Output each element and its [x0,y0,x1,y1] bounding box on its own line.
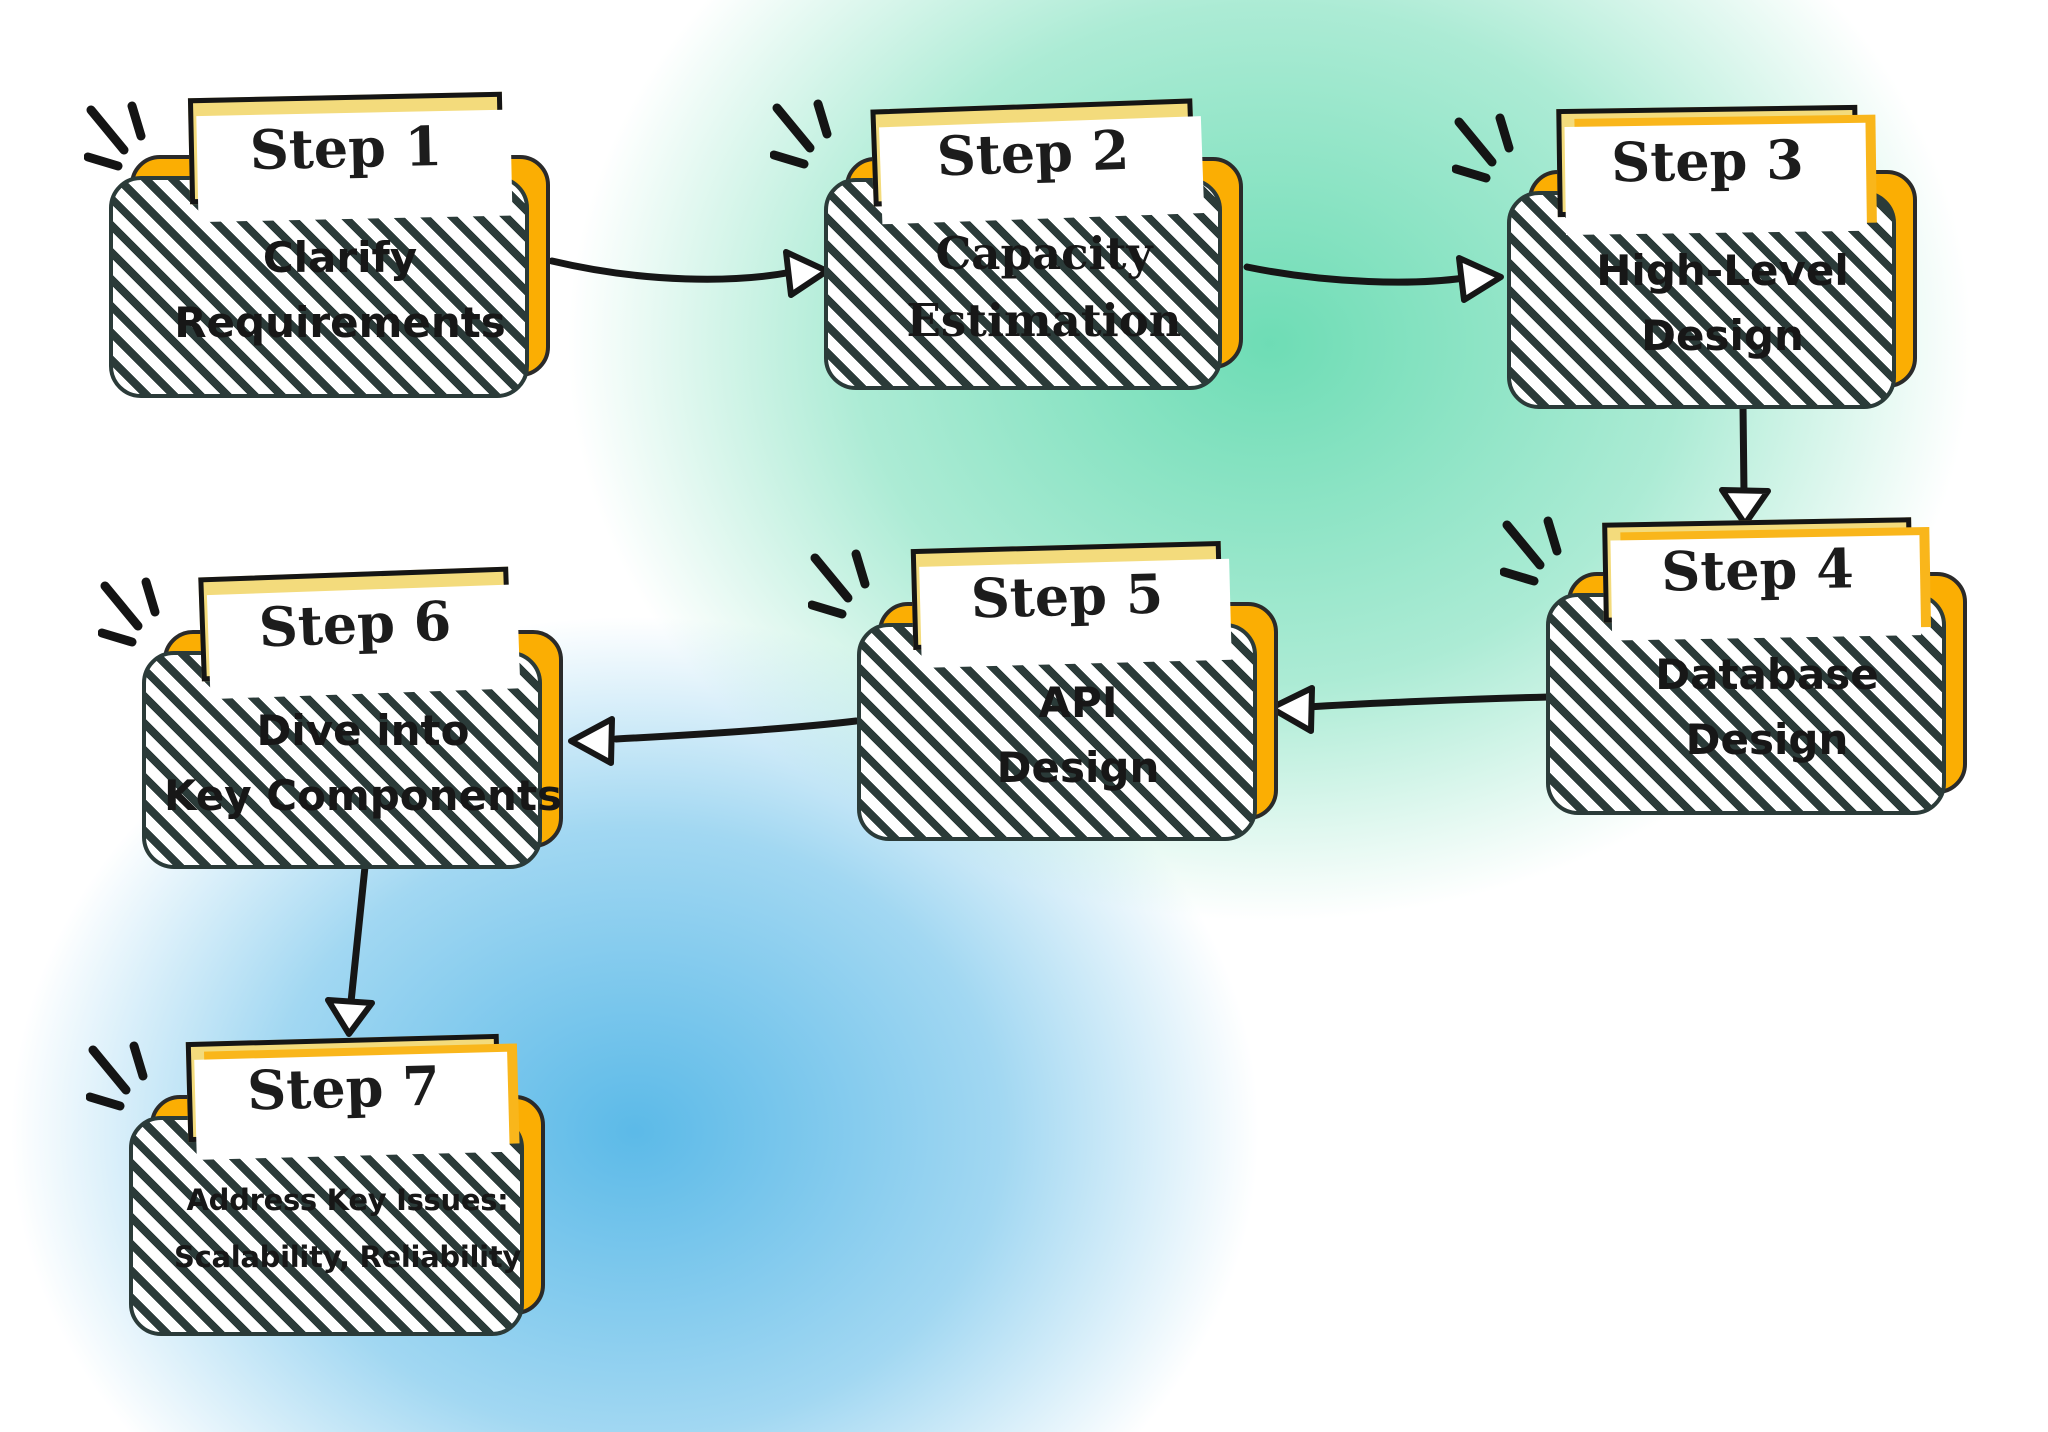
step-1-title-line: Requirements [174,298,506,347]
step-5-label-text: Step 5 [969,560,1165,631]
step-3-title-line: High-Level [1596,245,1849,295]
step-3-title-line: Design [1641,311,1804,360]
step-2-title-line: Estimation [906,294,1182,347]
step-7-label: Step 7 [185,1033,502,1143]
step-4-label: Step 4 [1602,517,1913,623]
step-7-title-line: Scalability, Reliability [174,1240,521,1274]
step-4-title-line: Database [1655,649,1879,699]
step-3-label: Step 3 [1556,104,1859,218]
step-6-label: Step 6 [198,566,512,682]
step-5-title-line: Design [996,743,1160,792]
sparkle-icon [1500,516,1562,586]
step-2-label: Step 2 [870,98,1196,207]
step-1-label: Step 1 [187,91,505,205]
sparkle-icon [1452,113,1514,183]
step-2-title-line: Capacity [935,226,1153,280]
arrow-step6-to-step7 [325,853,375,1037]
step-5-label: Step 5 [910,540,1224,651]
step-1-title-line: Clarify [262,232,418,282]
arrow-step3-to-step4 [1719,401,1771,527]
step-3-label-text: Step 3 [1610,127,1805,195]
arrow-step1-to-step2 [548,249,830,298]
step-2-label-text: Step 2 [935,117,1131,188]
arrow-step5-to-step6 [568,716,860,766]
step-6-label-text: Step 6 [257,588,453,660]
step-7-label-text: Step 7 [246,1053,441,1123]
step-4-label-text: Step 4 [1660,536,1855,604]
step-1-label-text: Step 1 [249,113,443,183]
sparkle-icon [98,577,160,647]
sparkle-icon [770,99,832,169]
arrow-step4-to-step5 [1268,685,1553,734]
step-6-title-line: Dive into [256,705,470,755]
step-7-title-line: Address Key Issues: [186,1183,509,1218]
sparkle-icon [86,1041,148,1111]
arrow-step2-to-step3 [1243,255,1504,303]
step-5-title-line: API [1038,677,1118,727]
sparkle-icon [84,101,146,171]
step-4-title-line: Design [1685,715,1849,764]
sparkle-icon [808,549,870,619]
step-6-title-line: Key Components [164,771,563,820]
